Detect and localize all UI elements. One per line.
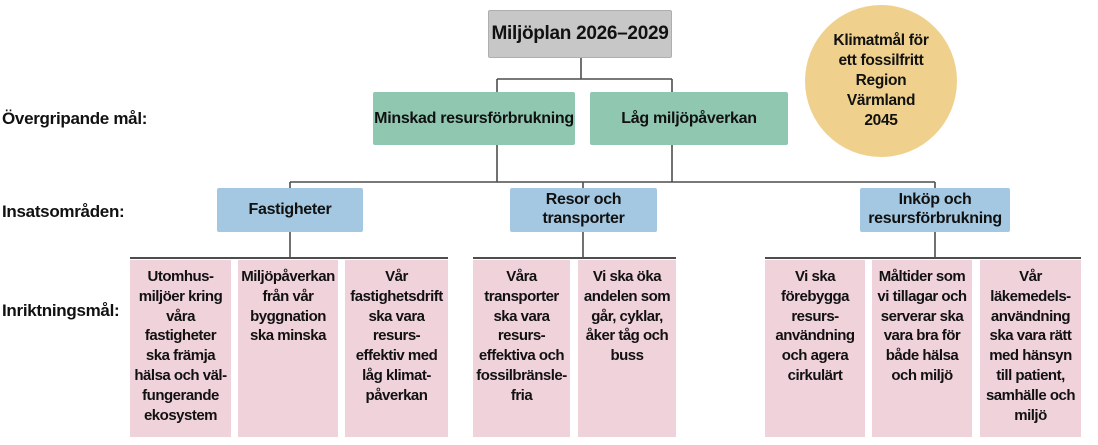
- direction-goal-maltider: Måltider som vi tillagar och serverar sk…: [872, 260, 972, 437]
- root-node-miljoplan: Miljöplan 2026–2029: [488, 10, 672, 58]
- focus-area-inkop-och-resursforbrukning: Inköp och resursförbrukning: [860, 188, 1010, 232]
- direction-goal-forebygga-resursanvandning: Vi ska förebygga resurs- användning och …: [765, 260, 865, 437]
- direction-goal-lakemedelsanvandning: Vår läkemedels- användning ska vara rätt…: [980, 260, 1081, 437]
- direction-goal-oka-andelen: Vi ska öka andelen som går, cyklar, åker…: [578, 260, 676, 437]
- climate-goal-badge: Klimatmål för ett fossilfritt Region Vär…: [805, 5, 957, 157]
- row-label-focus-areas: Insatsområden:: [2, 202, 125, 221]
- overall-goal-minskad-resursforbrukning: Minskad resursförbrukning: [373, 92, 575, 145]
- overall-goal-lag-miljopaverkan: Låg miljöpåverkan: [590, 92, 788, 145]
- focus-area-fastigheter: Fastigheter: [217, 188, 363, 232]
- direction-goal-byggnation: Miljöpåverkan från vår byggnation ska mi…: [238, 260, 338, 437]
- direction-goal-utomhusmiljoer: Utomhus- miljöer kring våra fastigheter …: [130, 260, 231, 437]
- direction-goal-fastighetsdrift: Vår fastighetsdrift ska vara resurs- eff…: [345, 260, 448, 437]
- direction-goal-transporter: Våra transporter ska vara resurs- effekt…: [473, 260, 570, 437]
- row-label-overall-goals: Övergripande mål:: [2, 109, 148, 128]
- focus-area-resor-och-transporter: Resor och transporter: [510, 188, 657, 232]
- row-label-direction-goals: Inriktningsmål:: [2, 301, 120, 320]
